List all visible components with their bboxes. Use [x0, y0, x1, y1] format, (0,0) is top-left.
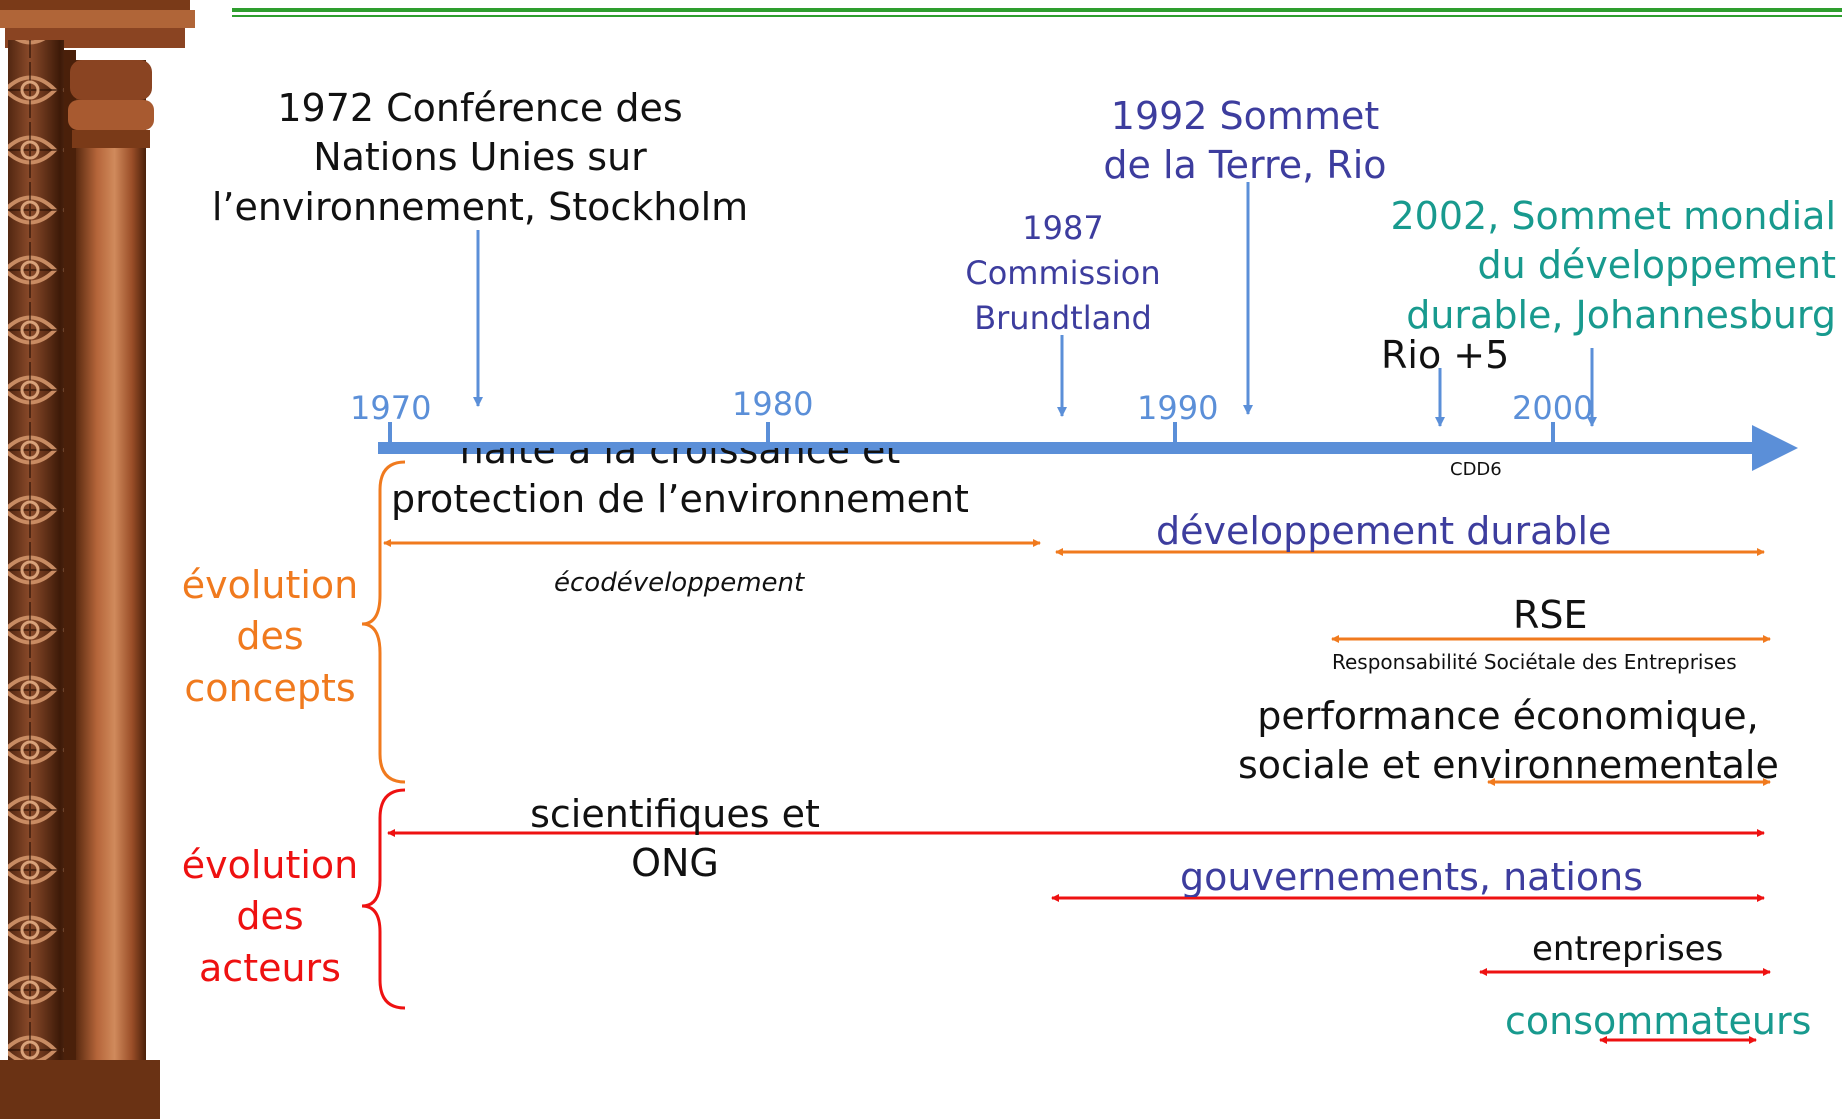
event-johannesburg-line1: 2002, Sommet mondial: [1390, 194, 1837, 238]
actor-consommateurs: consommateurs: [1505, 999, 1812, 1043]
event-brundtland-line3: Brundtland: [974, 298, 1152, 337]
event-stockholm: 1972 Conférence des Nations Unies sur l’…: [210, 84, 750, 232]
concept-performance: performance économique, sociale et envir…: [1238, 692, 1779, 791]
concepts-group-label-line1: évolution: [181, 563, 359, 607]
concept-croissance: halte à la croissance et protection de l…: [390, 448, 970, 544]
concept-croissance-line2: protection de l’environnement: [391, 477, 969, 522]
event-johannesburg-line3: durable, Johannesburg: [1406, 292, 1836, 337]
year-label-1980: 1980: [732, 385, 814, 423]
year-label-1970: 1970: [350, 389, 432, 427]
actor-entreprises: entreprises: [1532, 929, 1724, 969]
event-rio5: Rio +5: [1381, 333, 1510, 377]
acteurs-group-label-line3: acteurs: [199, 945, 341, 990]
event-stockholm-line1: 1972 Conférence des: [277, 86, 683, 130]
header-rule-thin: [232, 15, 1842, 17]
actor-gouvernements-text: gouvernements, nations: [1180, 858, 1644, 897]
event-stockholm-line2: Nations Unies sur: [313, 135, 647, 180]
event-brundtland-line1: 1987: [1022, 209, 1104, 247]
acteurs-group-label-line2: des: [236, 894, 304, 939]
concept-performance-line2: sociale et environnementale: [1238, 743, 1779, 788]
concepts-group-label-line3: concepts: [184, 665, 356, 710]
concepts-group-label-line2: des: [236, 614, 304, 659]
acteurs-group-label-line1: évolution: [181, 843, 359, 887]
concepts-brace: [361, 460, 406, 784]
year-label-1990: 1990: [1137, 389, 1219, 427]
actor-scientifiques-line2: ONG: [631, 841, 719, 886]
actor-scientifiques: scientifiques et ONG: [520, 790, 830, 889]
event-johannesburg-line2: du développement: [1477, 243, 1836, 288]
event-stockholm-line3: l’environnement, Stockholm: [211, 184, 749, 229]
tick-1970: [388, 422, 392, 446]
concept-dev-durable: développement durable: [1156, 509, 1612, 553]
tick-2000: [1551, 422, 1555, 446]
concepts-group-label: évolution des concepts: [160, 560, 380, 714]
concept-ecodev: écodéveloppement: [554, 568, 805, 598]
actor-scientifiques-line1: scientifiques et: [530, 792, 820, 836]
timeline-arrow: [378, 425, 1798, 471]
event-brundtland: 1987 Commission Brundtland: [945, 206, 1181, 340]
concept-rse: RSE: [1513, 593, 1588, 637]
event-johannesburg: 2002, Sommet mondial du développement du…: [1350, 192, 1837, 340]
acteurs-brace: [361, 788, 406, 1010]
tick-1980: [766, 422, 770, 446]
header-rule: [232, 8, 1842, 12]
event-rio-line1: 1992 Sommet: [1110, 94, 1380, 138]
acteurs-group-label: évolution des acteurs: [160, 840, 380, 994]
event-brundtland-line2: Commission: [965, 253, 1161, 292]
concept-rse-full: Responsabilité Sociétale des Entreprises: [1332, 650, 1737, 674]
tick-1990: [1173, 422, 1177, 446]
decorative-pillar-image: [0, 0, 195, 1119]
event-rio: 1992 Sommet de la Terre, Rio: [1080, 92, 1410, 191]
event-rio-line2: de la Terre, Rio: [1103, 143, 1387, 188]
event-cdd6: CDD6: [1450, 459, 1502, 480]
concept-performance-line1: performance économique,: [1257, 694, 1759, 738]
actor-gouvernements: gouvernements, nations: [1180, 858, 1643, 897]
year-label-2000: 2000: [1512, 389, 1594, 427]
concept-croissance-line1: halte à la croissance et: [459, 448, 901, 472]
